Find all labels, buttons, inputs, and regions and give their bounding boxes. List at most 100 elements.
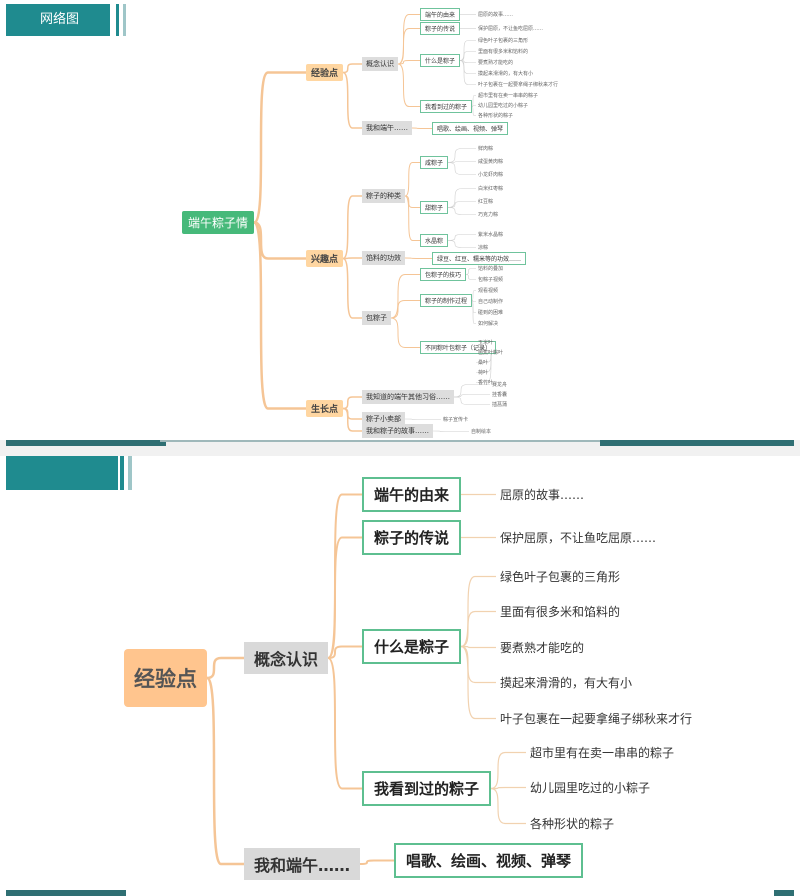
detail-concept-node: 概念认识 (244, 642, 329, 674)
connector-line (447, 148, 476, 163)
mindmap-leaf: 粽子宣传卡 (443, 416, 469, 423)
mindmap-leaf: 紫米水晶粽 (478, 231, 504, 238)
connector-line (490, 751, 526, 790)
mindmap-leaf: 桑叶 (478, 359, 489, 366)
connector-line (465, 274, 476, 280)
detail-me-item-node: 唱歌、绘画、视频、弹琴 (394, 842, 584, 878)
mindmap-subtopic: 包粽子 (362, 311, 391, 325)
detail-leaf: 屈原的故事…… (500, 487, 585, 502)
connector-line (471, 300, 476, 324)
mindmap-leaf: 自己动制作 (478, 298, 504, 305)
connector-line (471, 106, 476, 116)
connector-line (447, 161, 476, 163)
mindmap-leaf: 赛龙舟 (492, 381, 508, 388)
connector-line (390, 274, 420, 319)
mindmap-leaf: 芭蕉叶粽叶 (478, 349, 504, 356)
mindmap-subtopic: 我和粽子的故事…… (362, 424, 433, 438)
connector-line (460, 645, 496, 649)
mindmap-leaf: 叶子包裹在一起要拿绳子绑秋来才行 (478, 81, 559, 88)
mindmap-branch-2: 兴趣点 (306, 249, 344, 267)
connector-line (404, 418, 441, 420)
detail-me-node: 我和端午…… (244, 848, 361, 880)
connector-line (397, 60, 420, 65)
connector-line (397, 63, 420, 107)
mindmap-leaf: 巧克力粽 (478, 211, 499, 218)
connector-line (490, 786, 526, 790)
detail-topic-node: 端午的由来 (362, 476, 462, 512)
mindmap-leaf: 绿色叶子包裹的三角形 (478, 37, 529, 44)
detail-leaf: 保护屈原，不让鱼吃屈原…… (500, 530, 657, 545)
mindmap-subtopic: 我和端午…… (362, 121, 412, 135)
mindmap-topic: 端午的由来 (420, 7, 461, 21)
connector-line (327, 536, 362, 659)
connector-line (206, 656, 244, 680)
mindmap-leaf: 屈原的故事…… (478, 11, 514, 18)
detail-connectors (205, 493, 526, 866)
connector-line (447, 201, 476, 208)
mindmap-leaf: 荷叶 (478, 369, 489, 376)
connector-line (404, 162, 420, 197)
detail-leaf: 幼儿园里吃过的小粽子 (530, 781, 651, 795)
mindmap-topic: 水晶粽 (420, 233, 449, 247)
connector-line (252, 221, 306, 410)
connector-line (342, 71, 362, 129)
detail-leaf: 里面有很多米和馅料的 (500, 605, 621, 619)
connector-line (342, 257, 362, 260)
mindmap-leaf: 超市里有在卖一串串的粽子 (478, 92, 539, 99)
mindmap-leaf: 小龙虾肉粽 (478, 171, 504, 178)
detail-leaf: 摸起来滑滑的，有大有小 (500, 676, 633, 690)
mindmap-leaf: 观看视频 (478, 287, 499, 294)
connector-line (460, 645, 496, 720)
tab-stripe (123, 4, 126, 36)
mindmap-leaf: 插菖蒲 (492, 401, 508, 408)
mindmap-leaf: 馅料的叠加 (478, 265, 504, 272)
mindmap-topic: 不同粽叶包粽子（记录） (420, 340, 497, 354)
connector-line (397, 28, 420, 65)
connector-line (471, 95, 476, 107)
connector-line (447, 240, 476, 248)
mindmap-leaf: 包粽子视频 (478, 276, 504, 283)
detail-leaf: 要煮熟才能吃的 (500, 640, 585, 655)
connector-line (447, 207, 476, 215)
connector-line (252, 71, 306, 224)
mindmap-topic: 什么是粽子 (420, 53, 461, 67)
connector-line (459, 60, 476, 85)
mindmap-topic: 甜粽子 (420, 200, 449, 214)
mindmap-leaf: 挂香囊 (492, 391, 508, 398)
connector-line (397, 14, 420, 65)
mindmap-topic: 包粽子的技巧 (420, 267, 467, 281)
connector-line (342, 63, 362, 74)
connector-line (459, 51, 476, 61)
mindmap-topic: 咸粽子 (420, 155, 449, 169)
connector-line (471, 290, 476, 301)
mindmap-subtopic: 馅料的功效 (362, 251, 405, 265)
title-tab-block (6, 456, 118, 490)
connector-line (390, 317, 420, 348)
detail-root-experience: 经验点 (124, 649, 207, 707)
connector-line (327, 645, 362, 659)
detail-leaf: 绿色叶子包裹的三角形 (500, 569, 621, 584)
mindmap-topic: 我看到过的粽子 (420, 99, 473, 113)
mindmap-topic: 绿豆、红豆、糯米等的功效…… (432, 251, 527, 265)
mindmap-leaf: 摸起来滑滑的，有大有小 (478, 70, 534, 77)
connector-line (253, 221, 306, 260)
connector-line (453, 384, 490, 398)
connector-line (447, 234, 476, 241)
connector-line (459, 40, 476, 61)
mindmap-leaf: 保护屈原，不让鱼吃屈原…… (478, 25, 544, 32)
bottom-bar (774, 890, 794, 896)
detail-mindmap-panel: 经验点 概念认识我和端午…… 端午的由来 屈原的故事…… 粽子的传说 保护屈原，不让鱼吃屈… (6, 456, 794, 896)
panel-separator (0, 440, 800, 456)
mindmap-subtopic: 粽子小卖部 (362, 412, 405, 426)
connector-line (453, 396, 490, 405)
connector-line (327, 657, 362, 790)
detail-topic-node: 粽子的传说 (362, 519, 462, 555)
overview-mindmap-panel: 网络图 端午粽子情经验点概念认识端午的由来屈原的故事……粽子的传说保护屈原，不让… (6, 0, 794, 440)
mindmap-topic: 粽子的传说 (420, 21, 461, 35)
mindmap-leaf: 如何解决 (478, 320, 499, 327)
mindmap-subtopic: 我知道的端午其他习俗…… (362, 390, 454, 404)
connector-line (465, 268, 476, 275)
mindmap-leaf: 碰到的困难 (478, 309, 504, 316)
connector-line (342, 396, 362, 410)
connector-line (342, 195, 362, 260)
